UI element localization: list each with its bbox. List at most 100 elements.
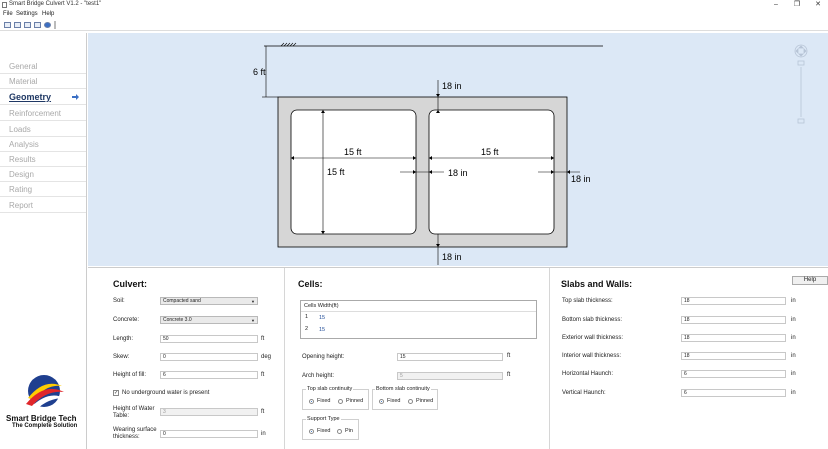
help-button[interactable]: Help [792, 276, 828, 285]
horizontal-haunch-unit: in [791, 371, 796, 377]
geometry-drawing-canvas[interactable]: 6 ft 18 in 15 ft 15 ft 15 ft 18 in 18 in… [88, 33, 828, 266]
cell-row-width[interactable]: 15 [319, 327, 326, 333]
menu-file[interactable]: File [3, 11, 13, 17]
water-table-input[interactable]: 3 [160, 408, 258, 416]
sidebar-item-label: Analysis [9, 140, 39, 149]
section-divider [284, 268, 285, 449]
chart-icon[interactable] [34, 22, 41, 28]
exterior-wall-thickness-input[interactable]: 18 [681, 334, 786, 342]
horizontal-haunch-input[interactable]: 6 [681, 370, 786, 378]
cells-width-list[interactable]: Cells Width(ft) 1 15 2 15 [300, 300, 537, 339]
section-divider [549, 268, 550, 449]
save-icon[interactable] [24, 22, 31, 28]
restore-icon[interactable]: ❐ [793, 1, 801, 8]
top-slab-thickness-input[interactable]: 18 [681, 297, 786, 305]
concrete-select-value: Concrete 3.0 [163, 317, 192, 323]
support-pin-radio[interactable] [337, 429, 342, 434]
wearing-surface-unit: in [261, 431, 266, 437]
bottom-slab-thickness-input[interactable]: 18 [681, 316, 786, 324]
concrete-label: Concrete: [113, 317, 140, 323]
sidebar-item-label: Material [9, 77, 38, 86]
vertical-haunch-input[interactable]: 6 [681, 389, 786, 397]
sidebar-item-material[interactable]: Material [0, 74, 86, 89]
top-pinned-label: Pinned [346, 398, 364, 404]
skew-label: Skew: [113, 354, 130, 360]
chevron-down-icon: ▼ [251, 299, 255, 304]
sidebar: General Material Geometry Reinforcement … [0, 33, 87, 449]
arch-height-unit: ft [507, 372, 511, 378]
bottom-slab-continuity-title: Bottom slab continuity [375, 386, 431, 392]
cell-1-opening [290, 109, 417, 235]
top-fixed-radio[interactable] [309, 399, 314, 404]
open-folder-icon[interactable] [14, 22, 21, 28]
cell-row-width[interactable]: 15 [319, 315, 326, 321]
support-type-group: Support Type Fixed Pin [302, 416, 359, 440]
menu-help[interactable]: Help [42, 11, 55, 17]
length-unit: ft [261, 336, 265, 342]
help-icon[interactable] [44, 22, 51, 28]
support-fixed-radio[interactable] [309, 429, 314, 434]
sidebar-item-label: Report [9, 201, 34, 210]
close-icon[interactable]: ✕ [815, 1, 821, 8]
wearing-surface-input[interactable]: 0 [160, 430, 258, 438]
top-pinned-radio[interactable] [338, 399, 343, 404]
bottom-pinned-radio[interactable] [408, 399, 413, 404]
slabs-walls-section-title: Slabs and Walls: [561, 279, 633, 289]
minimize-icon[interactable]: – [774, 1, 778, 8]
opening-height-label: Opening height: [302, 354, 345, 360]
company-logo-icon [26, 375, 64, 410]
geometry-form: Culvert: Soil: Compacted sand▼ Concrete:… [88, 267, 828, 449]
bottom-fixed-radio[interactable] [379, 399, 384, 404]
logo-tagline: The Complete Solution [12, 423, 78, 429]
bottom-slab-continuity-group: Bottom slab continuity Fixed Pinned [372, 386, 438, 410]
soil-label: Soil: [113, 298, 125, 304]
sidebar-item-label: Rating [9, 185, 33, 194]
sidebar-item-general[interactable]: General [0, 59, 86, 74]
no-water-checkbox[interactable]: ✓ [113, 390, 119, 396]
support-pin-label: Pin [345, 428, 353, 434]
sidebar-item-label: Loads [9, 125, 31, 134]
skew-input[interactable]: 0 [160, 353, 258, 361]
cell-row-index: 2 [305, 326, 309, 332]
interior-wall-thickness-label: Interior wall thickness: [562, 353, 622, 359]
sidebar-item-rating[interactable]: Rating [0, 182, 86, 197]
top-slab-label: 18 in [442, 81, 462, 91]
water-table-label: Height of Water Table: [113, 406, 155, 419]
sidebar-item-geometry[interactable]: Geometry [0, 90, 86, 105]
sidebar-item-report[interactable]: Report [0, 198, 86, 213]
top-slab-thickness-label: Top slab thickness: [562, 298, 613, 304]
sidebar-item-label: Geometry [9, 92, 52, 102]
skew-unit: deg [261, 354, 272, 360]
menu-settings[interactable]: Settings [16, 11, 38, 17]
sidebar-item-results[interactable]: Results [0, 152, 86, 167]
sidebar-item-loads[interactable]: Loads [0, 122, 86, 137]
sidebar-item-label: Reinforcement [9, 109, 62, 118]
vertical-haunch-unit: in [791, 390, 796, 396]
arch-height-input[interactable]: 5 [397, 372, 503, 380]
bottom-slab-thickness-label: Bottom slab thickness: [562, 317, 623, 323]
exterior-wall-thickness-unit: in [791, 335, 796, 341]
window-title: Smart Bridge Culvert V1.2 - "test1" [9, 1, 102, 7]
top-slab-thickness-unit: in [791, 298, 796, 304]
fill-height-label: 6 ft [253, 67, 266, 77]
cell-height-label: 15 ft [327, 167, 345, 177]
interior-wall-thickness-input[interactable]: 18 [681, 352, 786, 360]
sidebar-item-reinforcement[interactable]: Reinforcement [0, 106, 86, 121]
app-icon [2, 2, 7, 8]
concrete-select[interactable]: Concrete 3.0▼ [160, 316, 258, 324]
new-file-icon[interactable] [4, 22, 11, 28]
sidebar-item-design[interactable]: Design [0, 167, 86, 182]
exterior-wall-label: 18 in [571, 174, 591, 184]
bottom-slab-label: 18 in [442, 252, 462, 262]
sidebar-item-label: General [9, 62, 38, 71]
wearing-surface-label: Wearing surface thickness: [113, 427, 157, 440]
top-slab-continuity-group: Top slab continuity Fixed Pinned [302, 386, 369, 410]
fill-input[interactable]: 6 [160, 371, 258, 379]
length-input[interactable]: 50 [160, 335, 258, 343]
soil-select[interactable]: Compacted sand▼ [160, 297, 258, 305]
support-type-title: Support Type [306, 416, 341, 422]
culvert-section-title: Culvert: [113, 279, 148, 289]
title-bar: Smart Bridge Culvert V1.2 - "test1" – ❐ … [0, 0, 828, 11]
opening-height-input[interactable]: 15 [397, 353, 503, 361]
sidebar-item-analysis[interactable]: Analysis [0, 137, 86, 152]
